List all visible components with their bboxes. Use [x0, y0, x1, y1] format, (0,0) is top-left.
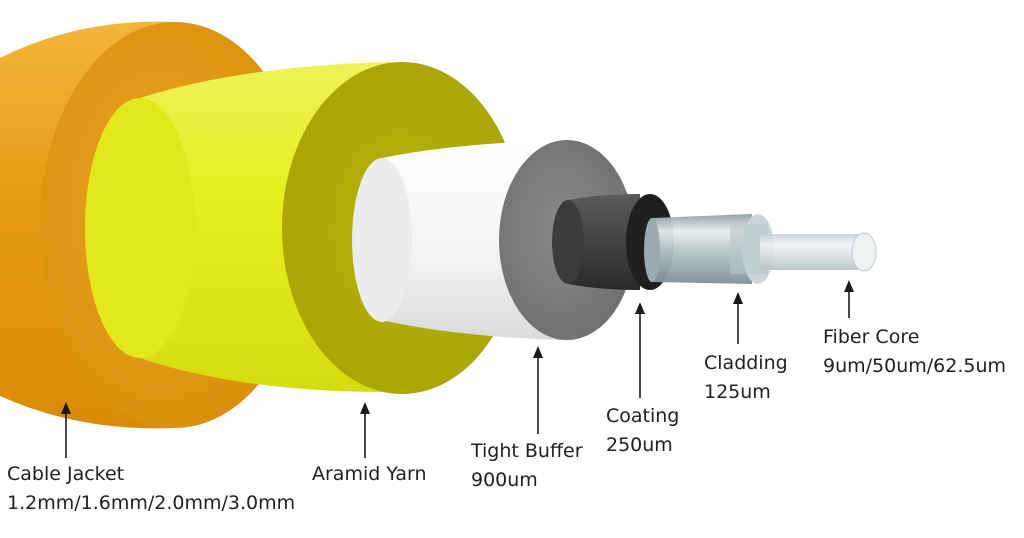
cladding-name: Cladding	[704, 352, 788, 374]
cable-jacket-arrow	[61, 402, 71, 458]
coating-arrow	[635, 302, 645, 398]
cladding-label: Cladding 125um	[704, 349, 788, 407]
coating-label: Coating 250um	[606, 402, 679, 460]
fiber-core-name: Fiber Core	[823, 326, 920, 348]
cable-jacket-spec: 1.2mm/1.6mm/2.0mm/3.0mm	[7, 492, 296, 514]
tight-buffer-spec: 900um	[471, 469, 538, 491]
cable-jacket-name: Cable Jacket	[7, 463, 125, 485]
cable-jacket-label: Cable Jacket 1.2mm/1.6mm/2.0mm/3.0mm	[7, 460, 295, 518]
cladding-spec: 125um	[704, 381, 771, 403]
coating-spec: 250um	[606, 434, 673, 456]
fiber-core-spec: 9um/50um/62.5um	[823, 355, 1007, 377]
coating-name: Coating	[606, 405, 680, 427]
tight-buffer-arrow	[533, 346, 543, 434]
fiber-core-arrow	[844, 280, 854, 318]
aramid-yarn-name: Aramid Yarn	[312, 463, 427, 485]
cladding-layer	[644, 214, 774, 284]
aramid-yarn-arrow	[360, 402, 370, 458]
aramid-yarn-layer	[85, 62, 522, 394]
tight-buffer-label: Tight Buffer 900um	[471, 437, 583, 495]
fiber-core-label: Fiber Core 9um/50um/62.5um	[823, 323, 1006, 381]
aramid-yarn-label: Aramid Yarn	[312, 460, 427, 489]
fiber-core-layer	[760, 232, 877, 272]
tight-buffer-name: Tight Buffer	[471, 440, 583, 462]
cladding-arrow	[733, 292, 743, 344]
